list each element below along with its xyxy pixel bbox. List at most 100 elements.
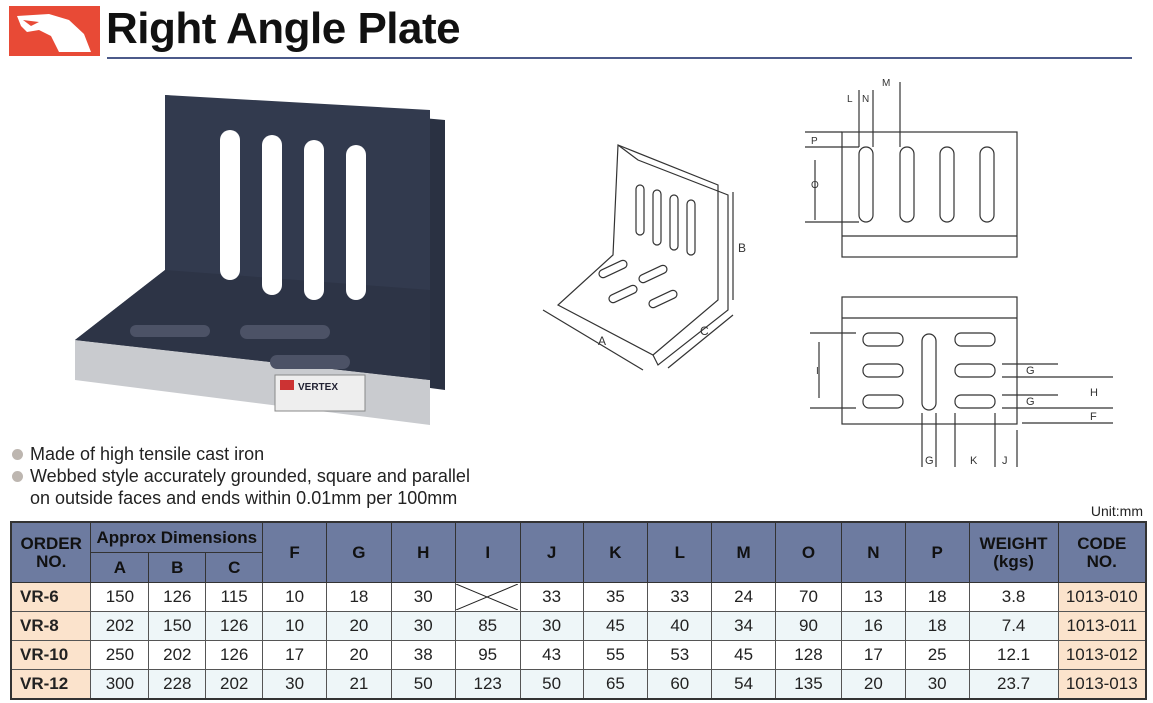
cell-o: 128 — [775, 640, 842, 670]
cell-l: 60 — [647, 669, 713, 700]
cell-c: 126 — [205, 611, 264, 641]
svg-text:K: K — [970, 455, 978, 467]
feature-item: Webbed style accurately grounded, square… — [10, 465, 470, 487]
header-weight: WEIGHT(kgs) — [968, 521, 1059, 583]
cell-code: 1013-011 — [1057, 611, 1147, 641]
header-approx: Approx Dimensions — [90, 521, 264, 553]
feature-text: on outside faces and ends within 0.01mm … — [30, 488, 458, 508]
cell-g: 20 — [326, 640, 392, 670]
svg-text:C: C — [700, 324, 709, 338]
cell-code: 1013-013 — [1057, 669, 1147, 700]
cell-c: 126 — [205, 640, 264, 670]
cell-c: 202 — [205, 669, 264, 700]
cell-p: 25 — [904, 640, 970, 670]
cell-f: 17 — [262, 640, 327, 670]
cell-k: 35 — [582, 582, 649, 612]
cell-code: 1013-012 — [1057, 640, 1147, 670]
svg-text:O: O — [811, 180, 819, 191]
bullet-icon — [12, 449, 23, 460]
header-k: K — [582, 521, 649, 583]
not-applicable-cross-icon — [455, 584, 518, 610]
cell-l: 33 — [647, 582, 713, 612]
isometric-diagram: A B C — [538, 140, 778, 385]
cell-order: VR-6 — [10, 582, 92, 612]
header-g: G — [326, 521, 392, 583]
feature-item-continued: on outside faces and ends within 0.01mm … — [10, 487, 470, 509]
feature-text: Made of high tensile cast iron — [30, 444, 265, 464]
header-i: I — [454, 521, 521, 583]
svg-text:N: N — [862, 94, 869, 105]
cell-b: 202 — [148, 640, 207, 670]
header-f: F — [262, 521, 327, 583]
header-o: O — [775, 521, 842, 583]
cell-weight: 7.4 — [968, 611, 1059, 641]
eagle-logo-icon — [9, 6, 100, 56]
cell-i: 85 — [454, 611, 521, 641]
svg-text:F: F — [1090, 411, 1097, 423]
svg-text:J: J — [1002, 455, 1008, 467]
cell-j: 43 — [519, 640, 584, 670]
feature-list: Made of high tensile cast iron Webbed st… — [10, 443, 470, 509]
cell-h: 30 — [390, 582, 456, 612]
product-photo: VERTEX — [70, 90, 470, 435]
svg-text:P: P — [811, 136, 818, 147]
cell-m: 34 — [711, 611, 777, 641]
title-underline — [107, 57, 1132, 59]
svg-text:A: A — [598, 334, 606, 348]
cell-m: 24 — [711, 582, 777, 612]
cell-a: 300 — [90, 669, 150, 700]
cell-o: 70 — [775, 582, 842, 612]
cell-weight: 23.7 — [968, 669, 1059, 700]
header-b: B — [148, 552, 207, 583]
cell-order: VR-10 — [10, 640, 92, 670]
svg-text:B: B — [738, 241, 746, 255]
cell-m: 45 — [711, 640, 777, 670]
top-view-diagram: I G G H F G K J — [790, 290, 1130, 480]
cell-g: 20 — [326, 611, 392, 641]
cell-h: 50 — [390, 669, 456, 700]
header-a: A — [90, 552, 150, 583]
cell-h: 38 — [390, 640, 456, 670]
brand-label: VERTEX — [298, 382, 338, 393]
cell-b: 150 — [148, 611, 207, 641]
svg-text:G: G — [925, 455, 934, 467]
page-title: Right Angle Plate — [106, 4, 461, 53]
cell-p: 18 — [904, 611, 970, 641]
cell-g: 21 — [326, 669, 392, 700]
svg-text:G: G — [1026, 365, 1035, 377]
cell-order: VR-12 — [10, 669, 92, 700]
cell-b: 228 — [148, 669, 207, 700]
cell-o: 135 — [775, 669, 842, 700]
header-c: C — [205, 552, 264, 583]
cell-b: 126 — [148, 582, 207, 612]
cell-c: 115 — [205, 582, 264, 612]
cell-j: 33 — [519, 582, 584, 612]
cell-f: 10 — [262, 611, 327, 641]
cell-o: 90 — [775, 611, 842, 641]
unit-label: Unit:mm — [1090, 503, 1143, 519]
cell-i: 123 — [454, 669, 521, 700]
cell-f: 30 — [262, 669, 327, 700]
header-j: J — [519, 521, 584, 583]
cell-k: 55 — [582, 640, 649, 670]
cell-weight: 3.8 — [968, 582, 1059, 612]
cell-p: 18 — [904, 582, 970, 612]
header-l: L — [647, 521, 713, 583]
header-n: N — [840, 521, 906, 583]
cell-order: VR-8 — [10, 611, 92, 641]
cell-i: 95 — [454, 640, 521, 670]
cell-code: 1013-010 — [1057, 582, 1147, 612]
header-p: P — [904, 521, 970, 583]
cell-k: 45 — [582, 611, 649, 641]
cell-n: 20 — [840, 669, 906, 700]
front-view-diagram: L N M P O — [790, 70, 1030, 275]
cell-weight: 12.1 — [968, 640, 1059, 670]
svg-text:I: I — [816, 366, 819, 377]
cell-m: 54 — [711, 669, 777, 700]
cell-j: 50 — [519, 669, 584, 700]
